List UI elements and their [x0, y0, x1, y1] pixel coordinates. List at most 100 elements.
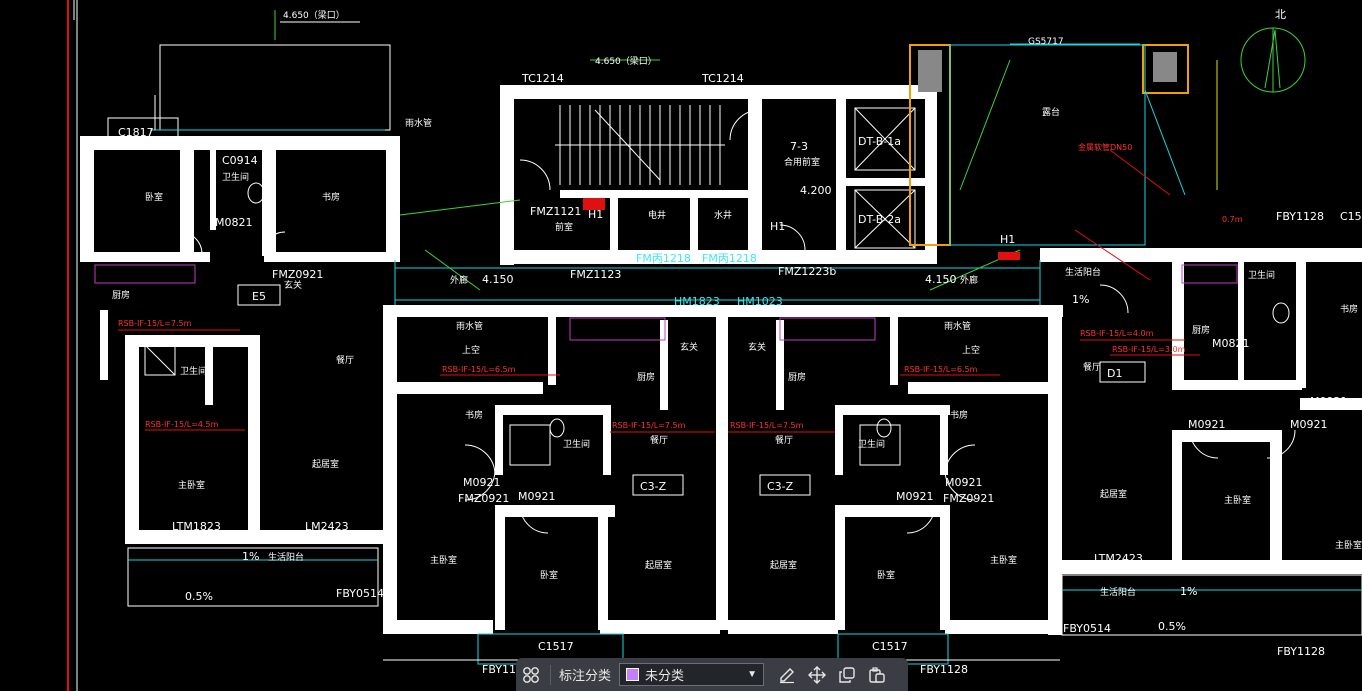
- room-living-4: 起居室: [1100, 488, 1127, 500]
- category-dropdown[interactable]: 未分类 ▼: [619, 663, 765, 686]
- stair-treads: [555, 105, 725, 185]
- move-icon[interactable]: [802, 660, 832, 690]
- room-dining-3: 餐厅: [775, 434, 793, 446]
- door-fm1218-b: FM丙1218: [702, 252, 757, 265]
- window-fby0514-a: FBY0514: [336, 587, 384, 600]
- room-kitchen-3: 厨房: [788, 371, 806, 383]
- room-bath-3: 卫生间: [563, 438, 590, 450]
- door-fm1218-a: FM丙1218: [636, 252, 691, 265]
- chevron-down-icon: ▼: [747, 669, 758, 680]
- room-void-2: 上空: [962, 344, 980, 356]
- window-c1817: C1817: [118, 126, 154, 139]
- north-label: 北: [1275, 8, 1286, 21]
- rain-pipe-2: 雨水管: [456, 320, 483, 332]
- door-fmz0921-a: FMZ0921: [272, 268, 323, 281]
- room-bedroom-1: 卧室: [145, 191, 163, 203]
- unit-tag-d1-box: [1099, 361, 1146, 383]
- pipe-dn50: 金属软管DN50: [1078, 142, 1132, 152]
- door-fmz0921-c: FMZ0921: [943, 492, 994, 505]
- hydrant-h1-c: H1: [1000, 233, 1015, 246]
- corridor-lines: [394, 199, 1041, 305]
- unit-tag-e5-box: [237, 284, 281, 306]
- category-selected-value: 未分类: [645, 668, 685, 683]
- paste-icon[interactable]: [862, 660, 892, 690]
- door-lm2423: LM2423: [305, 520, 349, 533]
- dimension-07m: 0.7m: [1222, 215, 1243, 224]
- room-study-4: 书房: [1340, 303, 1358, 315]
- unit-tag-c3z-right-box: [759, 474, 811, 496]
- window-c15: C15: [1340, 210, 1362, 223]
- slope-05pct-a: 0.5%: [185, 590, 213, 603]
- unit-d1-walls: [1040, 248, 1362, 574]
- door-fmz1123: FMZ1123: [570, 268, 621, 281]
- door-m0921-b: M0921: [896, 490, 934, 503]
- gs-label: GS5717: [1028, 37, 1064, 47]
- room-master-3: 主卧室: [990, 554, 1017, 566]
- room-dining-4: 餐厅: [1083, 361, 1101, 373]
- room-bath-1: 卫生间: [222, 171, 249, 183]
- pipe-rsb-8: RSB-IF-15/L=3.0m: [1112, 345, 1186, 354]
- door-fmz1121: FMZ1121: [530, 205, 581, 218]
- room-outdoor-1: 外廊: [450, 274, 468, 286]
- door-hm1023: HM1023: [737, 295, 783, 308]
- door-m0921-d: M0921: [945, 476, 983, 489]
- unit-e5-walls: [80, 136, 400, 544]
- slope-1pct-a: 1%: [242, 550, 259, 563]
- grid-apps-icon[interactable]: [516, 660, 546, 690]
- rain-pipe-3: 雨水管: [944, 320, 971, 332]
- room-number-73: 7-3: [790, 140, 808, 153]
- dimension-lines: [154, 10, 1218, 190]
- window-c1517-b: C1517: [872, 640, 908, 653]
- door-m0921-a: M0921: [518, 490, 556, 503]
- slope-1pct-c: 1%: [1180, 585, 1197, 598]
- room-entry-1: 玄关: [284, 279, 302, 291]
- elevator-dt1: DT-B-1a: [858, 135, 901, 148]
- window-fby1128-b: FBY1128: [920, 663, 968, 676]
- room-kitchen-4: 厨房: [1192, 324, 1210, 336]
- door-m0921-g: M0921: [1310, 395, 1348, 408]
- room-front-hall: 前室: [555, 221, 573, 233]
- room-kitchen-2: 厨房: [637, 371, 655, 383]
- room-bedroom-2: 卧室: [540, 569, 558, 581]
- pipe-rsb-1: RSB-IF-15/L=7.5m: [118, 319, 192, 328]
- unit-tag-c3z-left-box: [632, 474, 684, 496]
- elevator-shafts: [854, 107, 916, 249]
- room-balcony-2: 生活阳台: [1100, 586, 1136, 598]
- window-c0914: C0914: [222, 154, 258, 167]
- annotation-toolbar: 标注分类 未分类 ▼: [516, 658, 908, 691]
- room-dining-1: 餐厅: [336, 354, 354, 366]
- room-balcony-1: 生活阳台: [268, 551, 304, 563]
- edit-icon[interactable]: [772, 660, 802, 690]
- window-fby1128-d: FBY1128: [1277, 645, 1325, 658]
- room-bedroom-d1: 主卧室: [1224, 494, 1251, 506]
- classification-label: 标注分类: [559, 668, 612, 683]
- door-m0821-a: M0821: [215, 216, 253, 229]
- pipe-rsb-4: RSB-IF-15/L=7.5m: [612, 421, 686, 430]
- north-arrow: [1240, 27, 1306, 93]
- door-fmz0921-b: FMZ0921: [458, 492, 509, 505]
- window-c1517-a: C1517: [538, 640, 574, 653]
- hydrant-h1-b: H1: [770, 220, 785, 233]
- copy-icon[interactable]: [832, 660, 862, 690]
- hydrant-h1-a: H1: [588, 208, 603, 221]
- room-balcony-3: 生活阳台: [1065, 266, 1101, 278]
- balcony-lower-left: [127, 547, 379, 607]
- slope-05pct-b: 0.5%: [1158, 620, 1186, 633]
- door-ltm1823: LTM1823: [172, 520, 221, 533]
- room-shared-lobby: 合用前室: [784, 156, 820, 168]
- elevation-4150-a: 4.150: [482, 273, 514, 286]
- room-study-2: 书房: [465, 409, 483, 421]
- toolbar-actions: [772, 660, 892, 690]
- sprinkler-pipes: [118, 149, 1200, 433]
- room-master-1: 主卧室: [178, 479, 205, 491]
- door-m0821-c: M0821: [1212, 337, 1250, 350]
- door-m0921-f: M0921: [1290, 418, 1328, 431]
- room-living-3: 起居室: [770, 559, 797, 571]
- elevator-dt2: DT-B-2a: [858, 213, 901, 226]
- pipe-rsb-7: RSB-IF-15/L=4.0m: [1080, 329, 1154, 338]
- room-dining-2: 餐厅: [650, 434, 668, 446]
- unit-tag-e5: E5: [252, 290, 266, 303]
- unit-tag-c3z-left: C3-Z: [640, 480, 667, 493]
- door-m0921-c: M0921: [463, 476, 501, 489]
